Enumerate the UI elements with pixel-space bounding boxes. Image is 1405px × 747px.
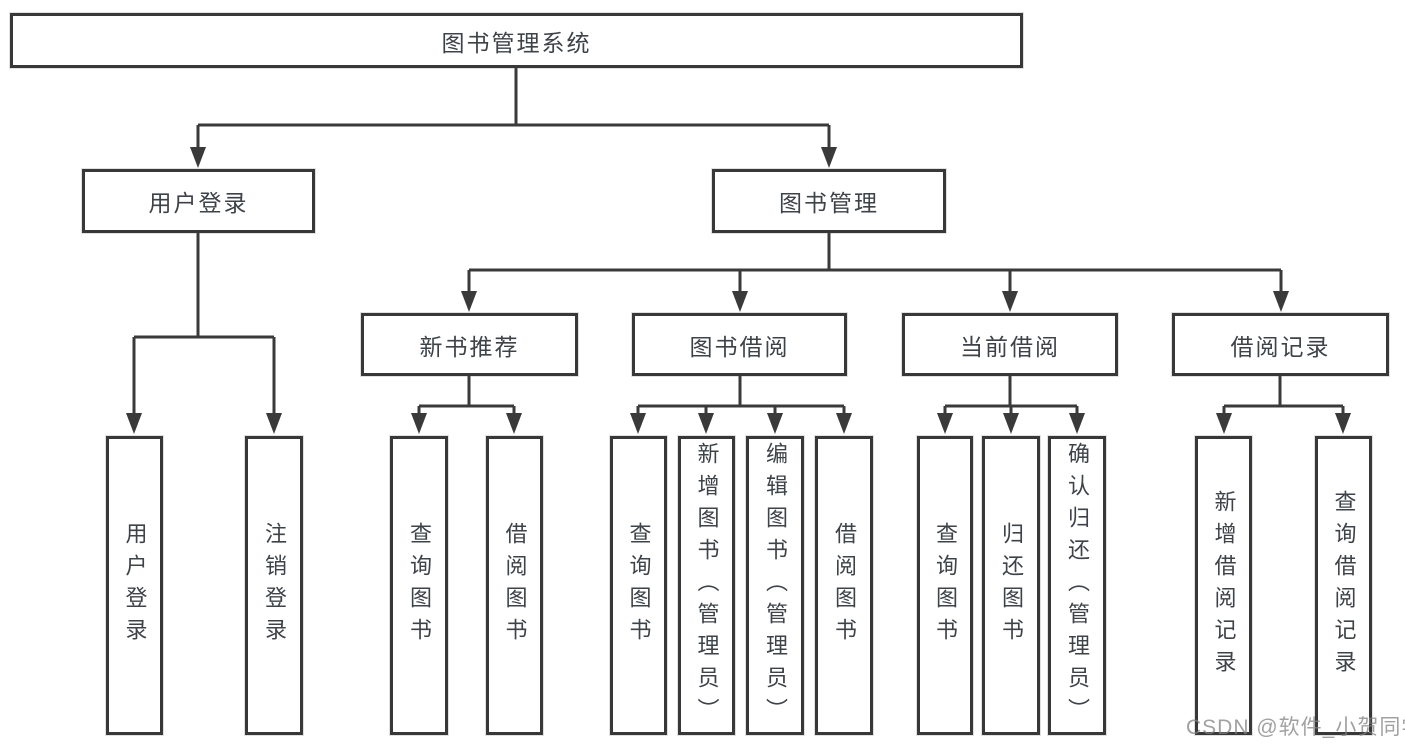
node-label: 用户登录 bbox=[148, 190, 249, 216]
node-new-book-recommendation: 新书推荐 bbox=[361, 313, 578, 376]
node-label: 新书推荐 bbox=[419, 333, 520, 360]
node-borrowing-records: 借阅记录 bbox=[1172, 313, 1389, 376]
leaf-query-book-current: 查询图书 bbox=[917, 436, 973, 735]
leaf-query-book-recommend: 查询图书 bbox=[390, 436, 448, 735]
node-book-borrowing: 图书借阅 bbox=[632, 313, 847, 376]
node-label: 查询图书 bbox=[933, 521, 958, 650]
leaf-edit-book-admin: 编辑图书（管理员） bbox=[746, 436, 804, 735]
node-book-management: 图书管理 bbox=[712, 169, 946, 233]
arrowheads bbox=[126, 147, 1351, 434]
node-current-borrowing: 当前借阅 bbox=[902, 313, 1118, 376]
node-label: 查询借阅记录 bbox=[1331, 489, 1357, 682]
node-label: 新增图书（管理员） bbox=[694, 441, 720, 730]
leaf-add-borrow-record: 新增借阅记录 bbox=[1195, 436, 1252, 735]
node-label: 用户登录 bbox=[122, 521, 148, 650]
node-label: 归还图书 bbox=[999, 521, 1024, 650]
leaf-borrow-book: 借阅图书 bbox=[815, 436, 873, 735]
leaf-borrow-book-recommend: 借阅图书 bbox=[486, 436, 543, 735]
leaf-query-borrow-record: 查询借阅记录 bbox=[1315, 436, 1372, 735]
node-label: 借阅图书 bbox=[502, 521, 528, 650]
leaf-return-book: 归还图书 bbox=[982, 436, 1040, 735]
leaf-confirm-return-admin: 确认归还（管理员） bbox=[1048, 436, 1106, 735]
node-label: 图书借阅 bbox=[689, 333, 790, 360]
node-label: 图书管理 bbox=[779, 190, 879, 216]
node-label: 注销登录 bbox=[262, 521, 287, 650]
node-label: 借阅图书 bbox=[832, 521, 857, 650]
leaf-add-book-admin: 新增图书（管理员） bbox=[678, 436, 735, 735]
leaf-logout: 注销登录 bbox=[245, 436, 303, 735]
node-user-login: 用户登录 bbox=[82, 169, 315, 233]
node-label: 查询图书 bbox=[626, 521, 652, 650]
connector-path bbox=[132, 68, 1345, 416]
node-label: 借阅记录 bbox=[1230, 333, 1331, 360]
node-label: 编辑图书（管理员） bbox=[763, 441, 788, 730]
node-label: 确认归还（管理员） bbox=[1065, 441, 1090, 730]
node-label: 图书管理系统 bbox=[441, 29, 592, 56]
node-library-management-system: 图书管理系统 bbox=[10, 13, 1023, 68]
node-label: 查询图书 bbox=[407, 521, 432, 650]
leaf-query-book-borrowing: 查询图书 bbox=[610, 436, 667, 735]
node-label: 新增借阅记录 bbox=[1211, 489, 1237, 682]
leaf-user-login: 用户登录 bbox=[106, 436, 163, 735]
node-label: 当前借阅 bbox=[960, 333, 1060, 360]
